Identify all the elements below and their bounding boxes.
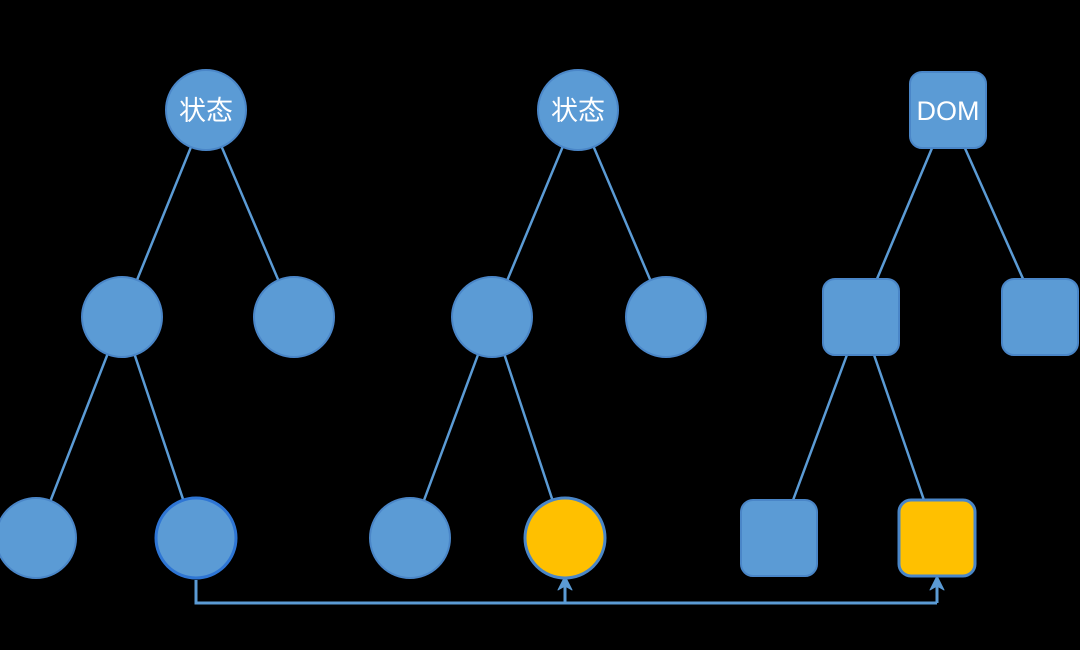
tree-edge <box>592 145 652 282</box>
tree-edge <box>503 353 554 502</box>
node-t2-l2[interactable] <box>625 276 707 358</box>
edges-layer <box>49 145 1025 502</box>
node-t1-root-状态[interactable] <box>165 69 247 151</box>
diff-connector-group <box>194 575 945 605</box>
node-t2-l3[interactable] <box>369 497 451 579</box>
tree-edge <box>422 353 480 502</box>
tree-edge <box>133 353 185 502</box>
tree-edge <box>872 353 926 502</box>
node-t2-l1[interactable] <box>451 276 533 358</box>
tree-edge <box>963 146 1025 281</box>
node-t1-l3[interactable] <box>0 497 77 579</box>
diff-connector-line <box>194 580 937 605</box>
node-highlighted-t1-l4[interactable] <box>154 496 238 580</box>
node-t2-root-状态[interactable] <box>537 69 619 151</box>
node-changed-t2-l4[interactable] <box>523 496 607 580</box>
tree-edge <box>220 145 280 282</box>
tree-edge <box>791 353 849 502</box>
diff-arrow-head <box>929 575 945 591</box>
diff-arrow-head <box>557 575 573 591</box>
node-t1-l2[interactable] <box>253 276 335 358</box>
node-t3-l3[interactable] <box>740 499 818 577</box>
node-t3-l1[interactable] <box>822 278 900 356</box>
nodes-layer <box>0 69 1079 580</box>
tree-edge <box>49 353 109 502</box>
node-t3-root-DOM[interactable] <box>909 71 987 149</box>
tree-edge <box>875 146 934 281</box>
node-t1-l1[interactable] <box>81 276 163 358</box>
node-changed-t3-l4[interactable] <box>897 498 977 578</box>
tree-edge <box>135 145 193 282</box>
node-t3-l2[interactable] <box>1001 278 1079 356</box>
tree-edge <box>506 145 564 282</box>
